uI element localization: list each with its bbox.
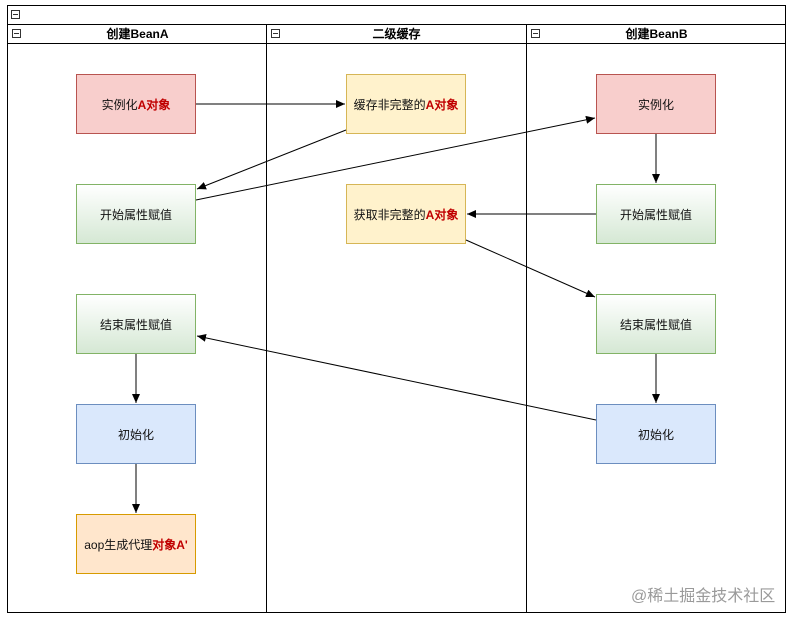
node-a-aop[interactable]: aop生成代理对象A' xyxy=(76,514,196,574)
node-b-instantiate[interactable]: 实例化 xyxy=(596,74,716,134)
edge-a-start-props-to-b-instantiate xyxy=(195,115,596,201)
node-highlight: A对象 xyxy=(137,97,171,112)
node-label: aop生成代理 xyxy=(84,537,153,552)
watermark: @稀土掘金技术社区 xyxy=(631,588,776,605)
lane-header-second-level-cache: 二级缓存 xyxy=(267,24,526,44)
pool-header xyxy=(7,5,786,25)
node-b-init[interactable]: 初始化 xyxy=(596,404,716,464)
collapse-icon[interactable] xyxy=(11,10,20,19)
node-highlight: A对象 xyxy=(425,97,459,112)
edge-b-init-to-a-end-props xyxy=(196,333,597,421)
node-label: 初始化 xyxy=(117,427,154,442)
node-highlight: 对象A' xyxy=(152,537,188,552)
edge-get-partial-a-to-b-end-props xyxy=(465,239,596,298)
collapse-icon[interactable] xyxy=(12,29,21,38)
collapse-icon[interactable] xyxy=(271,29,280,38)
node-label: 实例化 xyxy=(101,97,138,112)
lane-create-bean-a: 创建BeanA xyxy=(7,24,267,613)
lane-title: 创建BeanB xyxy=(625,27,688,41)
node-a-end-props[interactable]: 结束属性赋值 xyxy=(76,294,196,354)
node-label: 获取非完整的 xyxy=(353,207,426,222)
collapse-icon[interactable] xyxy=(531,29,540,38)
node-label: 实例化 xyxy=(637,97,674,112)
node-a-init[interactable]: 初始化 xyxy=(76,404,196,464)
edge-cache-to-a-start-props xyxy=(196,129,347,190)
node-highlight: A对象 xyxy=(425,207,459,222)
node-label: 结束属性赋值 xyxy=(619,317,692,332)
lane-title: 创建BeanA xyxy=(106,27,169,41)
node-label: 缓存非完整的 xyxy=(353,97,426,112)
lane-header-create-bean-a: 创建BeanA xyxy=(8,24,267,44)
lane-header-create-bean-b: 创建BeanB xyxy=(527,24,786,44)
lane-create-bean-b: 创建BeanB xyxy=(526,24,786,613)
node-b-start-props[interactable]: 开始属性赋值 xyxy=(596,184,716,244)
node-label: 开始属性赋值 xyxy=(619,207,692,222)
lane-second-level-cache: 二级缓存 xyxy=(266,24,526,613)
node-label: 开始属性赋值 xyxy=(99,207,172,222)
lane-title: 二级缓存 xyxy=(372,27,421,41)
node-label: 结束属性赋值 xyxy=(99,317,172,332)
node-b-end-props[interactable]: 结束属性赋值 xyxy=(596,294,716,354)
node-label: 初始化 xyxy=(637,427,674,442)
node-a-start-props[interactable]: 开始属性赋值 xyxy=(76,184,196,244)
